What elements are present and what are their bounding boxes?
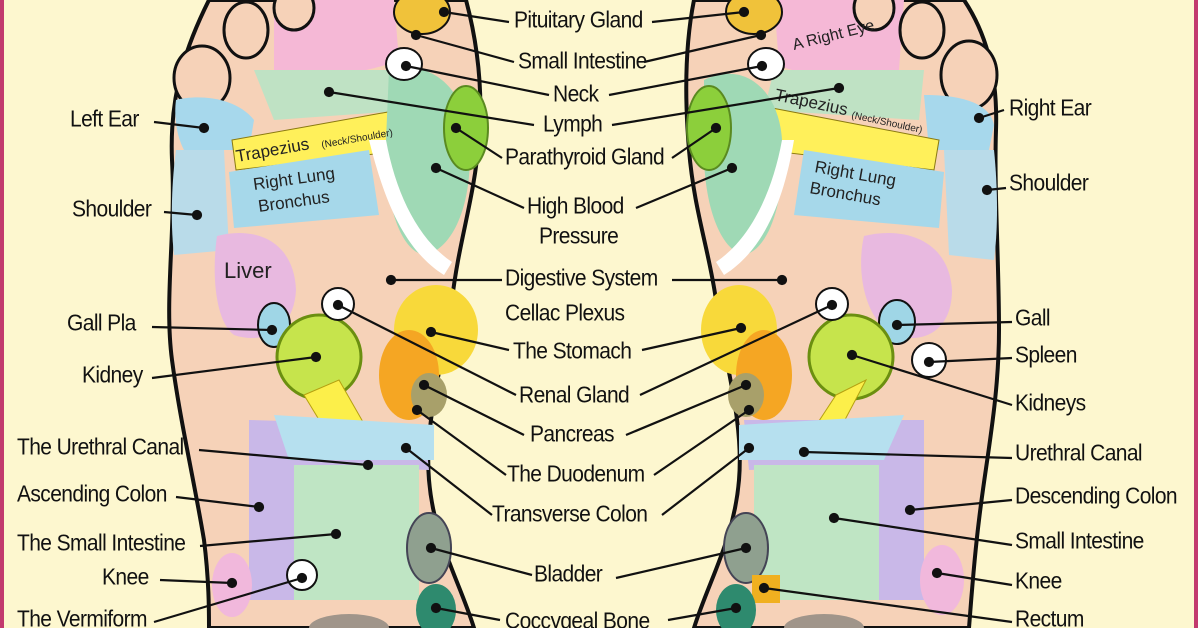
label-urethral-canal-right: Urethral Canal — [1015, 441, 1143, 466]
label-small-intestine-left: The Small Intestine — [17, 531, 186, 556]
left-parathyroid — [443, 85, 489, 171]
right-toe-3 — [852, 0, 896, 32]
label-left-ear: Left Ear — [70, 107, 139, 132]
left-neck-zone — [254, 70, 414, 120]
label-ascending-colon: Ascending Colon — [17, 482, 167, 507]
right-foot — [684, 0, 1002, 628]
label-kidney: Kidney — [82, 363, 143, 388]
right-knee-zone — [920, 545, 964, 615]
feet-illustration: Liver Trapezius (Neck/Shoulder) Right Lu… — [151, 0, 1013, 628]
label-high-blood: High Blood — [527, 194, 624, 219]
label-lymph: Lymph — [543, 112, 603, 137]
label-right-shoulder: Shoulder — [1009, 171, 1089, 196]
right-neck-zone — [764, 70, 924, 120]
label-small-intestine: Small Intestine — [518, 49, 647, 74]
left-ear-zone — [175, 97, 254, 150]
label-spleen: Spleen — [1015, 343, 1077, 368]
right-duodenum-zone — [728, 373, 764, 417]
left-toe-2 — [222, 0, 270, 60]
label-neck: Neck — [553, 82, 599, 107]
label-knee-left: Knee — [102, 565, 149, 590]
label-cellac-plexus: Cellac Plexus — [505, 301, 625, 326]
label-pancreas: Pancreas — [530, 422, 615, 447]
leader-lines — [151, 6, 1013, 624]
label-bladder: Bladder — [534, 562, 603, 587]
left-heel-zone — [309, 614, 389, 628]
label-descending-colon: Descending Colon — [1015, 484, 1178, 509]
right-pituitary — [725, 0, 783, 35]
label-renal-gland: Renal Gland — [519, 383, 630, 408]
label-gall-right: Gall — [1015, 306, 1051, 331]
label-kidneys: Kidneys — [1015, 391, 1086, 416]
label-urethral-canal-left: The Urethral Canal — [17, 435, 184, 460]
right-shoulder-zone — [944, 150, 997, 260]
label-knee-right: Knee — [1015, 569, 1062, 594]
right-transverse-colon — [739, 415, 904, 460]
label-parathyroid-gland: Parathyroid Gland — [505, 145, 665, 170]
right-ear-zone — [924, 95, 994, 150]
label-the-stomach: The Stomach — [513, 339, 632, 364]
label-the-duodenum: The Duodenum — [507, 462, 645, 487]
label-transverse-colon: Transverse Colon — [492, 502, 648, 527]
right-white-curve — [716, 140, 794, 275]
label-pituitary-gland: Pituitary Gland — [514, 8, 643, 33]
label-gall-pla: Gall Pla — [67, 311, 136, 336]
left-shoulder-zone — [171, 150, 229, 255]
label-small-intestine-right: Small Intestine — [1015, 529, 1144, 554]
zone-label-liver: Liver — [224, 258, 272, 283]
left-foot — [167, 0, 489, 628]
left-transverse-colon — [274, 415, 434, 460]
left-lung-zone — [229, 150, 379, 228]
right-parathyroid — [686, 85, 732, 171]
right-heel-zone — [784, 614, 864, 628]
label-vermiform: The Vermiform — [17, 607, 148, 628]
right-lung-zone — [794, 150, 944, 228]
right-toe-2 — [898, 0, 946, 60]
label-right-ear: Right Ear — [1009, 96, 1092, 121]
label-coccygeal-bone: Coccygeal Bone — [505, 609, 650, 628]
label-digestive-system: Digestive System — [505, 266, 658, 291]
left-white-curve — [369, 140, 452, 275]
left-toe-3 — [272, 0, 316, 32]
label-pressure: Pressure — [539, 224, 619, 249]
label-rectum: Rectum — [1015, 607, 1084, 628]
left-pituitary — [393, 0, 451, 35]
label-left-shoulder: Shoulder — [72, 197, 152, 222]
